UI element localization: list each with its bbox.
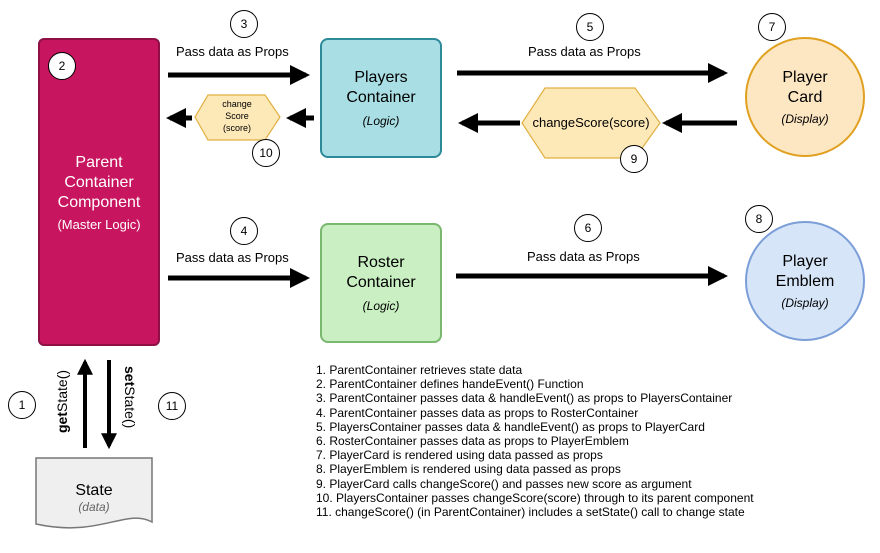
edge-label-5: Pass data as Props (528, 44, 641, 59)
player-emblem-subtitle: (Display) (781, 296, 829, 310)
parent-title-line2: Container (64, 173, 134, 191)
step-number-4: 4 (230, 217, 258, 245)
legend-item: 4. ParentContainer passes data as props … (316, 405, 639, 420)
legend-item: 3. ParentContainer passes data & handleE… (316, 391, 733, 406)
parent-title-line3: Component (57, 193, 141, 211)
player-emblem-line1: Player (782, 253, 828, 270)
step-number-8: 8 (745, 205, 773, 233)
hexagon-small-label: change Score (score) (200, 98, 274, 134)
state-document-shape (35, 457, 153, 529)
legend-item: 9. PlayerCard calls changeScore() and pa… (316, 476, 692, 491)
legend-item: 2. ParentContainer defines handeEvent() … (316, 377, 584, 392)
state-subtitle: (data) (78, 500, 110, 514)
hexagon-small-line2: Score (225, 111, 249, 121)
get-state-rest: State() (54, 369, 70, 412)
hexagon-small-line3: (score) (222, 123, 251, 133)
steps-legend: 1. ParentContainer retrieves state data … (316, 363, 754, 519)
legend-item: 10. PlayersContainer passes changeScore(… (316, 490, 754, 505)
players-subtitle: (Logic) (362, 114, 400, 128)
legend-item: 11. changeScore() (in ParentContainer) i… (316, 505, 745, 520)
players-container-node: Players Container (Logic) (320, 38, 442, 158)
edge-label-3: Pass data as Props (176, 44, 289, 59)
parent-subtitle: (Master Logic) (57, 216, 141, 232)
step-number-1: 1 (8, 391, 36, 419)
player-emblem-line2: Emblem (775, 273, 835, 290)
state-title: State (75, 482, 113, 499)
step-number-7: 7 (758, 13, 786, 41)
roster-title-line1: Roster (357, 254, 405, 271)
legend-item: 8. PlayerEmblem is rendered using data p… (316, 462, 621, 477)
get-state-label: getState() (54, 363, 70, 433)
step-number-3: 3 (230, 10, 258, 38)
legend-item: 5. PlayersContainer passes data & handle… (316, 419, 705, 434)
step-number-2: 2 (48, 52, 76, 80)
roster-container-node: Roster Container (Logic) (320, 223, 442, 343)
legend-item: 7. PlayerCard is rendered using data pas… (316, 448, 603, 463)
step-number-10: 10 (252, 139, 280, 167)
player-card-line2: Card (787, 89, 823, 106)
players-title-line1: Players (354, 69, 408, 86)
step-number-9: 9 (620, 145, 648, 173)
parent-container-node: Parent Container Component (Master Logic… (38, 38, 160, 346)
player-emblem-node: Player Emblem (Display) (745, 221, 865, 341)
step-number-5: 5 (576, 13, 604, 41)
get-state-bold: get (54, 412, 70, 433)
players-title-line2: Container (346, 89, 416, 106)
hexagon-small-line1: change (222, 99, 252, 109)
legend-item: 6. RosterContainer passes data as props … (316, 434, 629, 449)
set-state-rest: State() (122, 386, 138, 429)
parent-title-line1: Parent (75, 153, 123, 171)
roster-subtitle: (Logic) (362, 299, 400, 313)
roster-title-line2: Container (346, 274, 416, 291)
step-number-6: 6 (574, 214, 602, 242)
legend-item: 1. ParentContainer retrieves state data (316, 363, 523, 377)
player-card-node: Player Card (Display) (745, 37, 865, 157)
player-card-subtitle: (Display) (781, 112, 829, 126)
set-state-bold: set (122, 366, 138, 387)
edge-label-6: Pass data as Props (527, 249, 640, 264)
set-state-label: setState() (122, 366, 138, 436)
step-number-11: 11 (158, 392, 186, 420)
hexagon-large-label: changeScore(score) (532, 115, 650, 130)
state-node: State (data) (36, 482, 152, 514)
edge-label-4: Pass data as Props (176, 250, 289, 265)
player-card-line1: Player (782, 69, 828, 86)
